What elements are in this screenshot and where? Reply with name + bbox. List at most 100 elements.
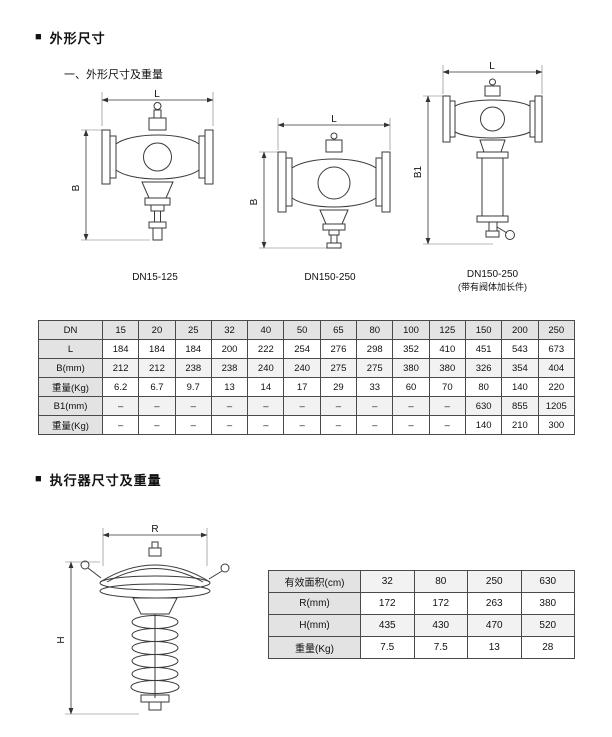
table-cell: 435 [360,614,415,637]
table-cell: 17 [283,377,321,397]
table-header-cell: 32 [210,320,249,340]
table-cell: 240 [247,358,285,378]
table-cell: 6.7 [138,377,176,397]
actuator-spring [130,597,180,698]
valve-drawing-dn150-250: L B [249,114,391,249]
dimension-B: B [71,129,150,241]
table-cell: 470 [467,614,522,637]
table-cell: 140 [464,415,503,435]
table-cell: 32 [360,570,415,593]
table-cell: – [283,396,321,416]
table-cell: 240 [283,358,321,378]
table-header-cell: 250 [537,320,576,340]
valve-drawing-dn150-250-extended: L B1 [413,61,543,245]
table-cell: 430 [413,614,468,637]
table-cell: 326 [464,358,503,378]
caption-text: DN15-125 [132,272,178,283]
section-bullet-icon: ■ [35,31,43,43]
table-cell: 184 [174,339,212,359]
table-cell: 80 [413,570,468,593]
table-header-cell: 20 [138,320,176,340]
table-cell: – [210,415,249,435]
dim-label-B: B [249,198,260,205]
section-title-text: 执行器尺寸及重量 [49,473,162,488]
row-label: L [38,339,103,359]
section-title-outline-dimensions: ■ 外形尺寸 [35,28,106,47]
table-cell: 184 [138,339,176,359]
table-header-cell: 15 [101,320,140,340]
table-cell: 222 [247,339,285,359]
row-label: B(mm) [38,358,103,378]
table-cell: – [210,396,249,416]
dimension-L: L [442,61,543,94]
table-cell: – [101,396,140,416]
dim-label-B1: B1 [413,165,424,178]
table-cell: 238 [210,358,249,378]
row-label: R(mm) [268,592,361,615]
table-cell: 275 [356,358,394,378]
dim-label-L: L [331,114,337,125]
table-cell: – [428,415,466,435]
dim-label-B: B [71,184,82,191]
table-cell: 263 [467,592,522,615]
table-cell: – [356,415,394,435]
dimension-B1: B1 [413,95,493,245]
table-cell: – [138,396,176,416]
table-cell: – [428,396,466,416]
table-cell: 673 [537,339,576,359]
actuator-drawing: R H [56,524,230,715]
drawing-caption-valve3: DN150-250 (带有阀体加长件) [430,269,555,293]
dimension-R: R [102,524,208,566]
table-cell: 7.5 [413,636,468,659]
table-header-cell: 80 [356,320,394,340]
row-label: 重量(Kg) [38,415,103,435]
caption-text: DN150-250 [304,272,356,283]
table-cell: – [247,415,285,435]
dim-label-L: L [154,89,160,100]
table-cell: 7.5 [360,636,415,659]
row-label: 有效面积(cm) [268,570,361,593]
caption-text: DN150-250 [466,269,519,280]
table-cell: 630 [464,396,503,416]
table-cell: 172 [413,592,468,615]
table-cell: 200 [210,339,249,359]
table-cell: 238 [174,358,212,378]
table-cell: 184 [101,339,140,359]
table-cell: 14 [247,377,285,397]
section-title-actuator-dimensions: ■ 执行器尺寸及重量 [35,470,162,489]
table-cell: 300 [537,415,576,435]
table-cell: 212 [138,358,176,378]
table-cell: – [319,415,358,435]
row-label: B1(mm) [38,396,103,416]
dim-label-L: L [489,61,495,72]
caption-subtext: (带有阀体加长件) [458,281,527,292]
table-cell: 380 [428,358,466,378]
table-cell: 28 [520,636,575,659]
table-cell: – [101,415,140,435]
table-cell: 250 [467,570,522,593]
valve-body [101,102,214,241]
table-cell: 70 [428,377,466,397]
actuator-stem [140,694,170,711]
table-cell: 212 [101,358,140,378]
dimension-L: L [277,114,391,150]
table-header-cell: 100 [392,320,430,340]
table-cell: 29 [319,377,358,397]
table-cell: 354 [501,358,539,378]
table-cell: 220 [537,377,576,397]
table-cell: 13 [210,377,249,397]
dimension-B: B [249,151,328,249]
table-header-cell: 200 [501,320,539,340]
subsection-title: 一、外形尺寸及重量 [64,69,163,81]
table-cell: – [392,415,430,435]
